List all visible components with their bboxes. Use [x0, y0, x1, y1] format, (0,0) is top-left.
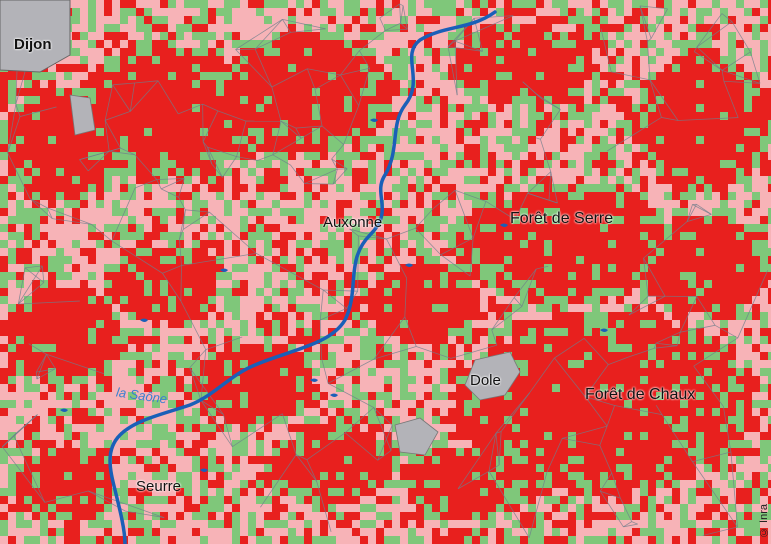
place-label-foret-de-chaux: Forêt de Chaux [585, 386, 696, 403]
place-label-foret-de-serre: Forêt de Serre [510, 210, 614, 227]
river-layer [60, 10, 608, 544]
place-label-seurre: Seurre [136, 478, 182, 495]
place-label-dole: Dole [470, 372, 501, 389]
copyright-credit: © Inra [758, 503, 770, 538]
urban-areas [0, 0, 521, 456]
parcel-boundaries [2, 3, 769, 538]
place-label-auxonne: Auxonne [323, 214, 383, 231]
place-label-dijon: Dijon [14, 36, 52, 53]
